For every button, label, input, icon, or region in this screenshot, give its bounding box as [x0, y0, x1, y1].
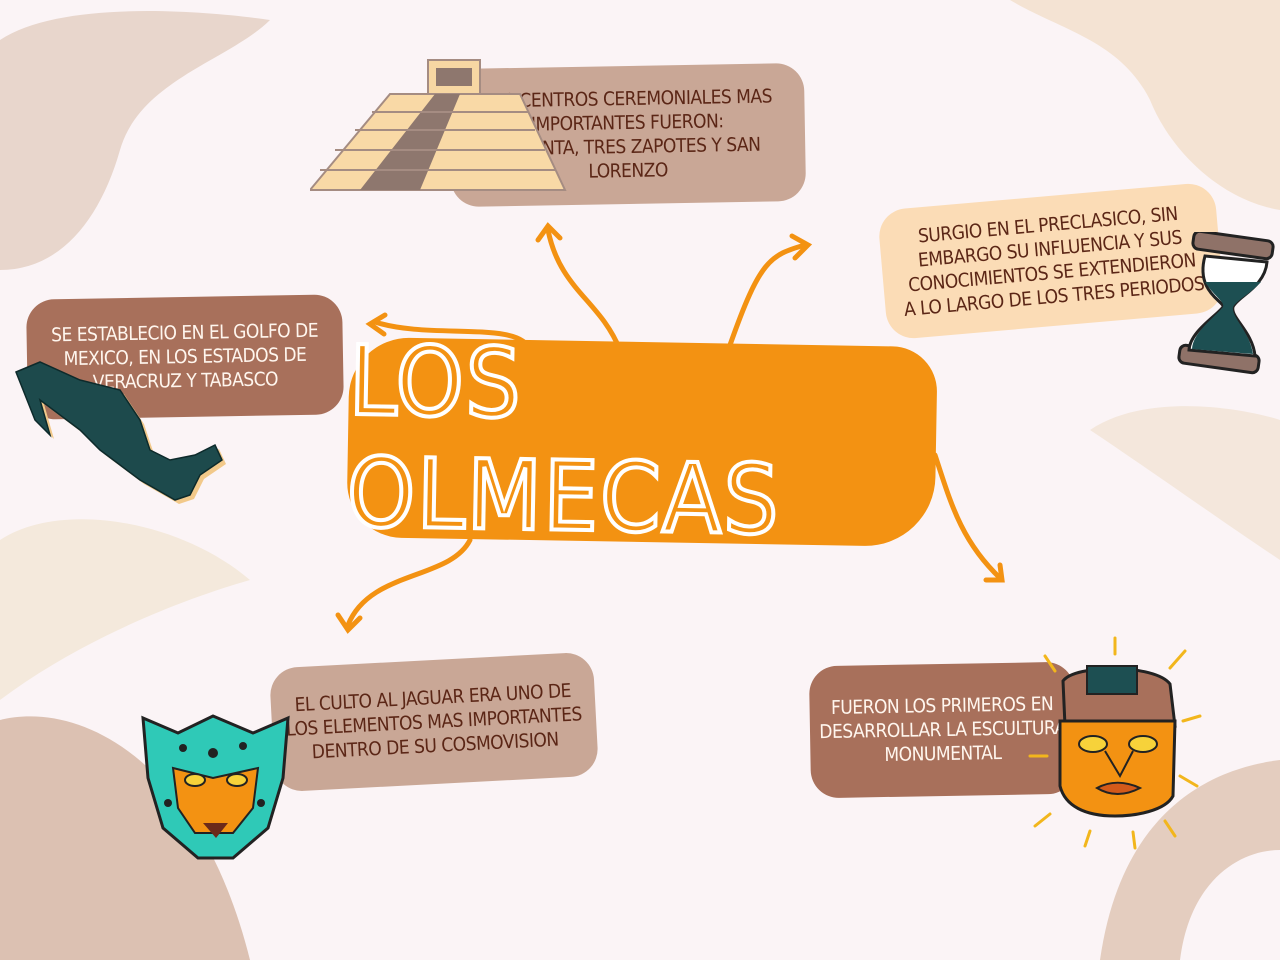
pyramid-icon	[310, 59, 567, 191]
mexico-map-icon	[15, 361, 226, 504]
jaguar-icon	[141, 714, 290, 860]
central-title: LOS OLMECAS	[344, 323, 783, 559]
node-text: SURGIO EN EL PRECLASICO, SIN EMBARGO SU …	[903, 202, 1206, 321]
hourglass-icon	[1177, 232, 1275, 375]
node-jaguar-cult: EL CULTO AL JAGUAR ERA UNO DE LOS ELEMEN…	[268, 651, 600, 793]
olmec-head-icon	[1028, 636, 1202, 850]
node-text: EL CULTO AL JAGUAR ERA UNO DE LOS ELEMEN…	[285, 679, 583, 764]
central-topic: LOS OLMECAS	[344, 323, 938, 558]
connector-arrows	[335, 222, 1005, 634]
